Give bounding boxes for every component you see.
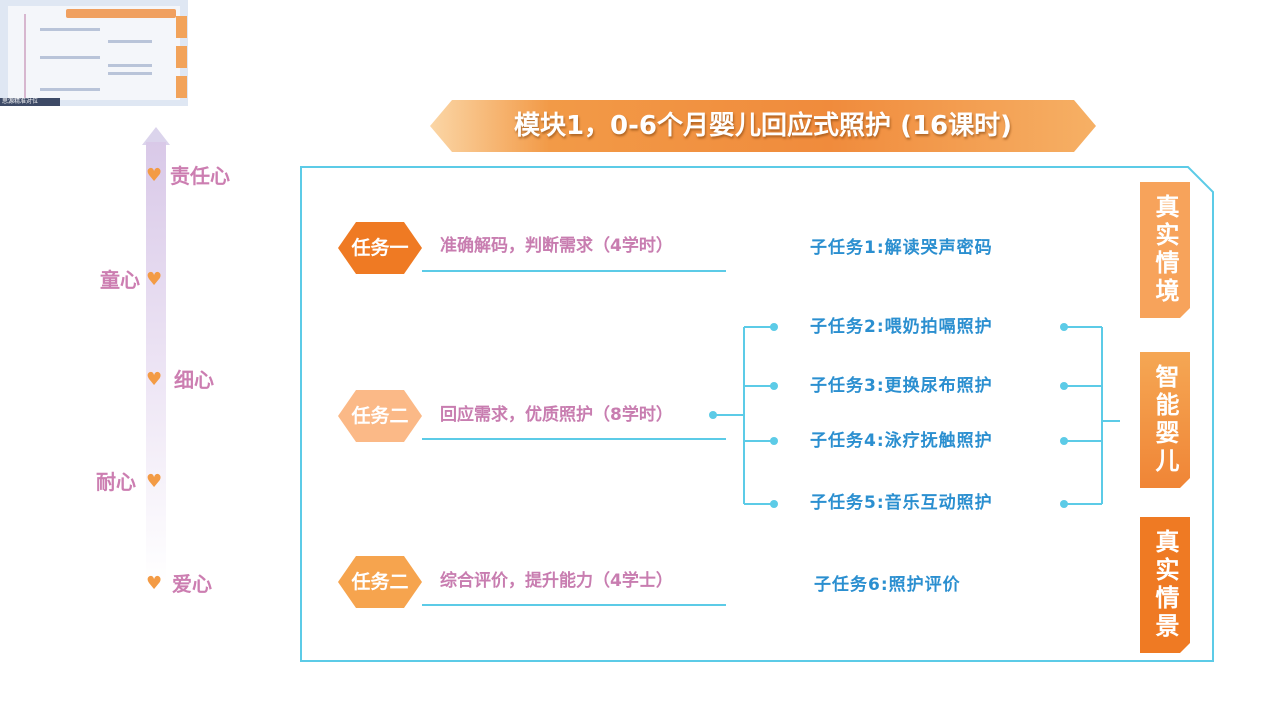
values-arrow-shaft: [146, 142, 166, 582]
thumbnail-row: [40, 56, 100, 59]
task-underline: [422, 438, 726, 440]
subtask-label: 子任务3:更换尿布照护: [810, 376, 993, 396]
slide-thumbnail[interactable]: 思源精准对位: [0, 0, 188, 106]
thumbnail-row: [40, 28, 100, 31]
heart-icon: ♥: [146, 269, 163, 290]
subtask-label: 子任务4:泳疗抚触照护: [810, 431, 993, 451]
module-title-banner: [430, 100, 1096, 152]
value-label: 童心: [100, 268, 140, 292]
thumbnail-row: [108, 40, 152, 43]
heart-icon: ♥: [146, 165, 163, 186]
task-underline: [422, 604, 726, 606]
thumbnail-row: [40, 88, 100, 91]
subtask-label: 子任务1:解读哭声密码: [810, 238, 993, 258]
side-tag: 真实情景: [1140, 517, 1190, 653]
side-tag: 真实情境: [1140, 182, 1190, 318]
value-label: 细心: [174, 368, 214, 392]
heart-icon: ♥: [146, 573, 163, 594]
thumbnail-row: [108, 72, 152, 75]
task-tag: 任务二: [338, 556, 422, 608]
content-frame: [300, 166, 1214, 662]
subtask-label: 子任务5:音乐互动照护: [810, 493, 993, 513]
value-label: 爱心: [172, 572, 212, 596]
thumbnail-tag: [176, 16, 187, 38]
subtask-connectors: [709, 323, 1120, 508]
thumbnail-canvas: [8, 6, 187, 102]
heart-icon: ♥: [146, 369, 163, 390]
task-title: 回应需求，优质照护（8学时）: [440, 405, 673, 425]
thumbnail-row: [108, 64, 152, 67]
values-arrow-head: [142, 127, 170, 145]
thumbnail-footer-bar: [0, 98, 60, 106]
task-tag: 任务一: [338, 222, 422, 274]
thumbnail-tag: [176, 46, 187, 68]
module-title: 模块1，0-6个月婴儿回应式照护 (16课时): [513, 111, 1013, 141]
value-label: 耐心: [96, 470, 136, 494]
thumbnail-axis: [24, 14, 26, 102]
side-tag: 智能婴儿: [1140, 352, 1190, 488]
subtask-label: 子任务6:照护评价: [814, 575, 961, 595]
value-label: 责任心: [170, 164, 230, 188]
task-title: 准确解码，判断需求（4学时）: [440, 236, 673, 256]
subtask-label: 子任务2:喂奶拍嗝照护: [810, 317, 993, 337]
task-tag: 任务二: [338, 390, 422, 442]
thumbnail-title-bar: [66, 9, 176, 18]
thumbnail-tag: [176, 76, 187, 98]
heart-icon: ♥: [146, 471, 163, 492]
task-title: 综合评价，提升能力（4学士）: [440, 571, 673, 591]
thumbnail-footer-text: 思源精准对位: [2, 98, 39, 105]
task-underline: [422, 270, 726, 272]
